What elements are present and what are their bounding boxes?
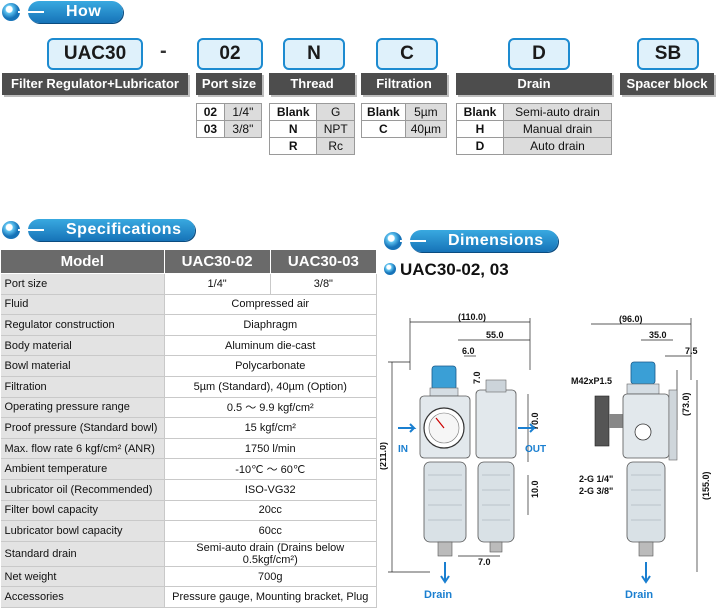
dim-front-total-height: (211.0) [380, 442, 388, 470]
thread-callout: M42xP1.5 [571, 376, 612, 386]
bullet-icon [384, 263, 396, 275]
drain-label-front: Drain [424, 589, 452, 601]
in-label: IN [398, 444, 408, 455]
dimensions-title: Dimensions [410, 230, 558, 252]
hdr-port-size: Port size [196, 73, 262, 95]
dim-side-35: 35.0 [649, 330, 667, 340]
bullet-icon [2, 3, 20, 21]
dim-side-total-width: (96.0) [619, 314, 643, 324]
model-heading: UAC30-02, 03 [384, 260, 509, 280]
spec-row: Proof pressure (Standard bowl)15 kgf/cm² [0, 417, 377, 439]
col-uac30-03: UAC30-03 [269, 249, 378, 274]
code-model: UAC30 [47, 38, 143, 70]
spec-table: Model UAC30-02 UAC30-03 Port size 1/4" 3… [0, 249, 378, 608]
bullet-icon [384, 232, 402, 250]
code-filtration: C [376, 38, 438, 70]
spec-row: Max. flow rate 6 kgf/cm² (ANR)1750 l/min [0, 438, 377, 460]
dim-front-10: 10.0 [530, 480, 540, 498]
spec-row: Port size 1/4" 3/8" [0, 273, 378, 295]
port-callout-2: 2-G 3/8" [579, 486, 613, 496]
hdr-drain: Drain [456, 73, 612, 95]
dim-side-73: (73.0) [681, 392, 691, 416]
bullet-icon [2, 221, 20, 239]
hdr-thread: Thread [269, 73, 355, 95]
dim-front-6: 6.0 [462, 346, 475, 356]
code-thread: N [283, 38, 345, 70]
dim-front-7-bottom: 7.0 [478, 557, 491, 567]
dim-front-7-top: 7.0 [472, 371, 482, 384]
code-drain: D [508, 38, 570, 70]
col-uac30-02: UAC30-02 [163, 249, 271, 274]
code-spacer: SB [637, 38, 699, 70]
hdr-model: Filter Regulator+Lubricator [2, 73, 188, 95]
side-view-drawing: (96.0) 35.0 7.5 (73.0) (155.0) M42xP1.5 … [571, 314, 711, 601]
dim-side-7-5: 7.5 [685, 346, 698, 356]
spec-row: Ambient temperature-10℃ ～ 60℃ [0, 458, 377, 480]
dim-front-total-width: (110.0) [458, 312, 486, 322]
dim-front-70: 70.0 [530, 412, 540, 430]
specifications-title: Specifications [28, 219, 196, 241]
out-label: OUT [525, 444, 546, 455]
hdr-filtration: Filtration [361, 73, 447, 95]
code-port: 02 [197, 38, 263, 70]
code-dash: - [160, 40, 167, 62]
front-view-drawing: (110.0) 55.0 6.0 (211.0) 70.0 10.0 7.0 7… [380, 312, 546, 601]
dim-front-55: 55.0 [486, 330, 504, 340]
spec-row: Lubricator oil (Recommended)ISO-VG32 [0, 479, 377, 501]
spec-header-row: Model UAC30-02 UAC30-03 [0, 249, 378, 274]
port-callout-1: 2-G 1/4" [579, 474, 613, 484]
drain-label-side: Drain [625, 589, 653, 601]
dim-side-155: (155.0) [701, 471, 711, 500]
col-model: Model [0, 249, 165, 274]
hdr-spacer: Spacer block [620, 73, 714, 95]
